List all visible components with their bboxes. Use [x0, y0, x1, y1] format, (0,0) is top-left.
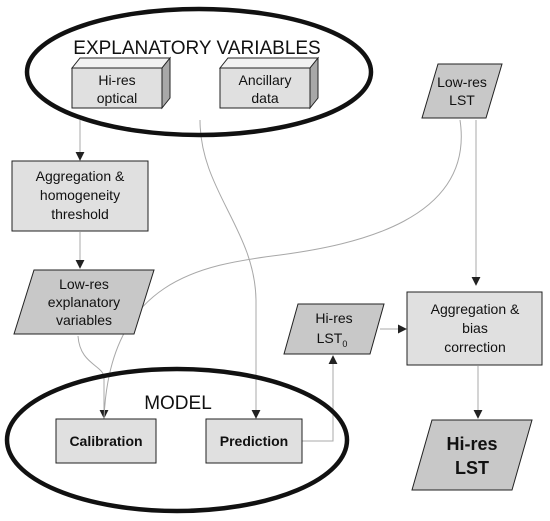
hires-lst-output-line2: LST: [455, 458, 489, 478]
calibration-label: Calibration: [69, 433, 142, 449]
aggregation-homogeneity-box: Aggregation & homogeneity threshold: [11, 160, 149, 232]
ancillary-line2: data: [251, 90, 278, 106]
aggregation-bias-line2: bias: [462, 320, 488, 336]
hires-optical-box: Hi-res optical: [70, 56, 172, 110]
ancillary-data-box: Ancillary data: [218, 56, 320, 110]
hires-lst0-line1: Hi-res: [315, 310, 352, 326]
prediction-label: Prediction: [220, 433, 288, 449]
lowres-lst-parallelogram: Low-res LST: [421, 63, 503, 119]
explanatory-variables-title: EXPLANATORY VARIABLES: [73, 38, 320, 59]
hires-lst0-line2: LST0: [317, 330, 348, 349]
aggregation-homogeneity-line3: threshold: [51, 206, 109, 222]
hires-lst-output-parallelogram: Hi-res LST: [411, 419, 533, 491]
lowres-explanatory-line2: explanatory: [48, 294, 120, 310]
lowres-explanatory-line1: Low-res: [59, 276, 109, 292]
model-title: MODEL: [144, 393, 212, 414]
calibration-box: Calibration: [55, 418, 157, 464]
hires-optical-line1: Hi-res: [98, 72, 135, 88]
connector-prediction-to-hires-lst0: [302, 355, 338, 442]
prediction-box: Prediction: [205, 418, 303, 464]
hires-lst0-parallelogram: Hi-res LST0: [283, 303, 385, 355]
hires-lst-output-line1: Hi-res: [446, 434, 497, 454]
aggregation-homogeneity-line1: Aggregation &: [36, 168, 125, 184]
aggregation-bias-line3: correction: [444, 339, 505, 355]
lowres-lst-line2: LST: [449, 92, 475, 108]
connector-lowres-lst-to-calibration: [103, 119, 462, 419]
lowres-explanatory-parallelogram: Low-res explanatory variables: [13, 269, 155, 335]
connector-ancillary-to-prediction: [199, 119, 261, 419]
ancillary-line1: Ancillary: [239, 72, 292, 88]
connector-lowres-explanatory-to-calibration: [77, 335, 109, 419]
hires-optical-line2: optical: [97, 90, 137, 106]
explanatory-variables-ellipse: [24, 6, 374, 138]
lowres-lst-line1: Low-res: [437, 74, 487, 90]
aggregation-bias-line1: Aggregation &: [431, 301, 520, 317]
model-ellipse: [4, 366, 350, 514]
lowres-explanatory-line3: variables: [56, 312, 112, 328]
aggregation-bias-box: Aggregation & bias correction: [406, 291, 543, 366]
aggregation-homogeneity-line2: homogeneity: [40, 187, 120, 203]
